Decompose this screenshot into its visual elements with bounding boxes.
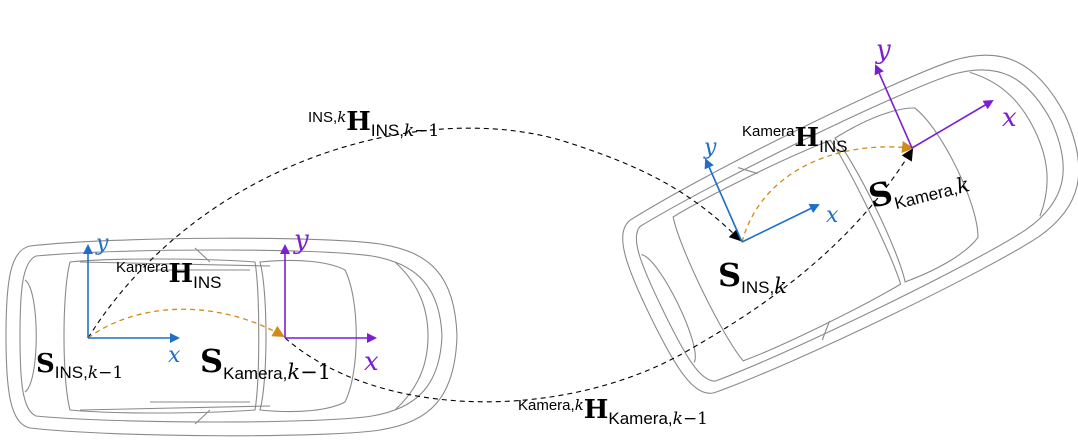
cam-right-x-axis <box>911 99 994 149</box>
ins-right-x-axis <box>741 204 820 243</box>
cam-right-x-label: x <box>1002 103 1017 133</box>
extrinsic-arrow-right <box>741 141 914 243</box>
ins-left-x-label: x <box>168 343 181 368</box>
ins-right-y-label: y <box>703 135 717 160</box>
transform-ins-motion: INS,kHINS,k−1 <box>308 107 439 141</box>
cam-right-y-label: y <box>875 35 891 65</box>
transform-kamera-ins-right: KameraHINS <box>742 123 847 156</box>
cam-left-y-label: y <box>293 225 309 255</box>
cam-left-x-label: x <box>364 347 379 377</box>
ins-right-x-label: x <box>826 203 839 228</box>
extrinsic-arrow-left <box>87 308 285 339</box>
frame-ins-k-minus-1: SINS,k−1 <box>36 349 123 383</box>
frame-kamera-k-minus-1: SKamera,k−1 <box>200 342 331 384</box>
frame-kamera-k: SKamera,k <box>865 155 972 220</box>
car-right-outline <box>622 54 1078 394</box>
car-left-outline <box>5 237 458 437</box>
ins-right-y-axis <box>704 158 743 243</box>
frame-ins-k: SINS,k <box>718 256 787 298</box>
transform-kamera-motion: Kamera,kHKamera,k−1 <box>518 395 708 429</box>
cam-right-y-axis <box>874 64 913 149</box>
ins-motion-path <box>87 127 742 339</box>
camera-motion-path <box>284 148 914 403</box>
transform-kamera-ins-left: KameraHINS <box>116 259 221 292</box>
ins-left-y-label: y <box>95 231 109 256</box>
